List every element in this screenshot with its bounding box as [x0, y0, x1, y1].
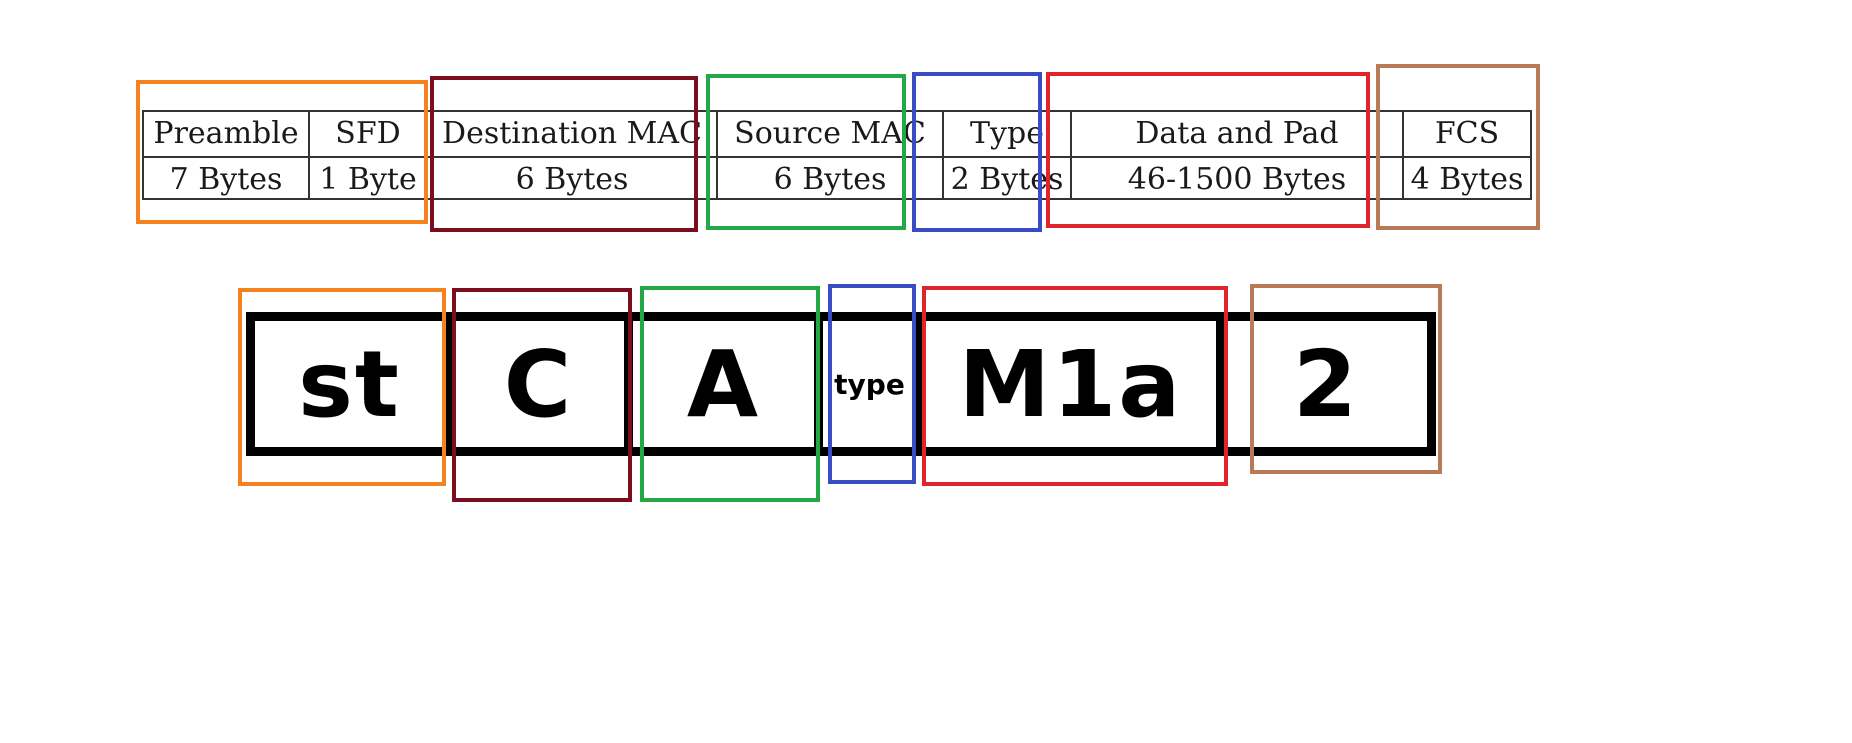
highlight-bar-data	[922, 286, 1228, 486]
highlight-destination-mac	[430, 76, 698, 232]
column-type: Type 2 Bytes	[944, 112, 1072, 198]
column-header: Type	[970, 116, 1044, 151]
column-header: Preamble	[153, 116, 299, 151]
column-preamble: Preamble 7 Bytes	[144, 112, 310, 198]
column-size: 1 Byte	[319, 162, 417, 197]
column-header: Data and Pad	[1135, 116, 1339, 151]
highlight-preamble-sfd	[136, 80, 428, 224]
column-header: Destination MAC	[442, 116, 702, 151]
bar-cell-type: type	[823, 321, 925, 447]
highlight-source-mac	[706, 74, 906, 230]
column-destination-mac: Destination MAC 6 Bytes	[428, 112, 718, 198]
highlight-bar-preamble	[238, 288, 446, 486]
highlight-data-and-pad	[1046, 72, 1370, 228]
highlight-bar-destination	[452, 288, 632, 502]
column-fcs: FCS 4 Bytes	[1404, 112, 1530, 198]
column-header: Source MAC	[734, 116, 926, 151]
column-header: SFD	[335, 116, 401, 151]
highlight-fcs	[1376, 64, 1540, 230]
column-header: FCS	[1434, 116, 1500, 151]
column-size: 2 Bytes	[950, 162, 1064, 197]
highlight-bar-type	[828, 284, 916, 484]
highlight-type	[912, 72, 1042, 232]
column-size: 4 Bytes	[1410, 162, 1524, 197]
bar-cell-data: M1a	[925, 321, 1225, 447]
highlight-bar-fcs	[1250, 284, 1442, 474]
table-row-separator	[144, 156, 1530, 158]
bar-cell-preamble: st	[255, 321, 453, 447]
column-size: 6 Bytes	[773, 162, 887, 197]
column-size: 7 Bytes	[169, 162, 283, 197]
bar-cell-fcs: 2	[1292, 330, 1359, 438]
column-source-mac: Source MAC 6 Bytes	[718, 112, 944, 198]
column-sfd: SFD 1 Byte	[310, 112, 428, 198]
column-data-and-pad: Data and Pad 46-1500 Bytes	[1072, 112, 1404, 198]
frame-format-table: Preamble 7 Bytes SFD 1 Byte Destination …	[142, 110, 1532, 200]
highlight-bar-source	[640, 286, 820, 502]
column-size: 6 Bytes	[515, 162, 629, 197]
column-size: 46-1500 Bytes	[1127, 162, 1347, 197]
